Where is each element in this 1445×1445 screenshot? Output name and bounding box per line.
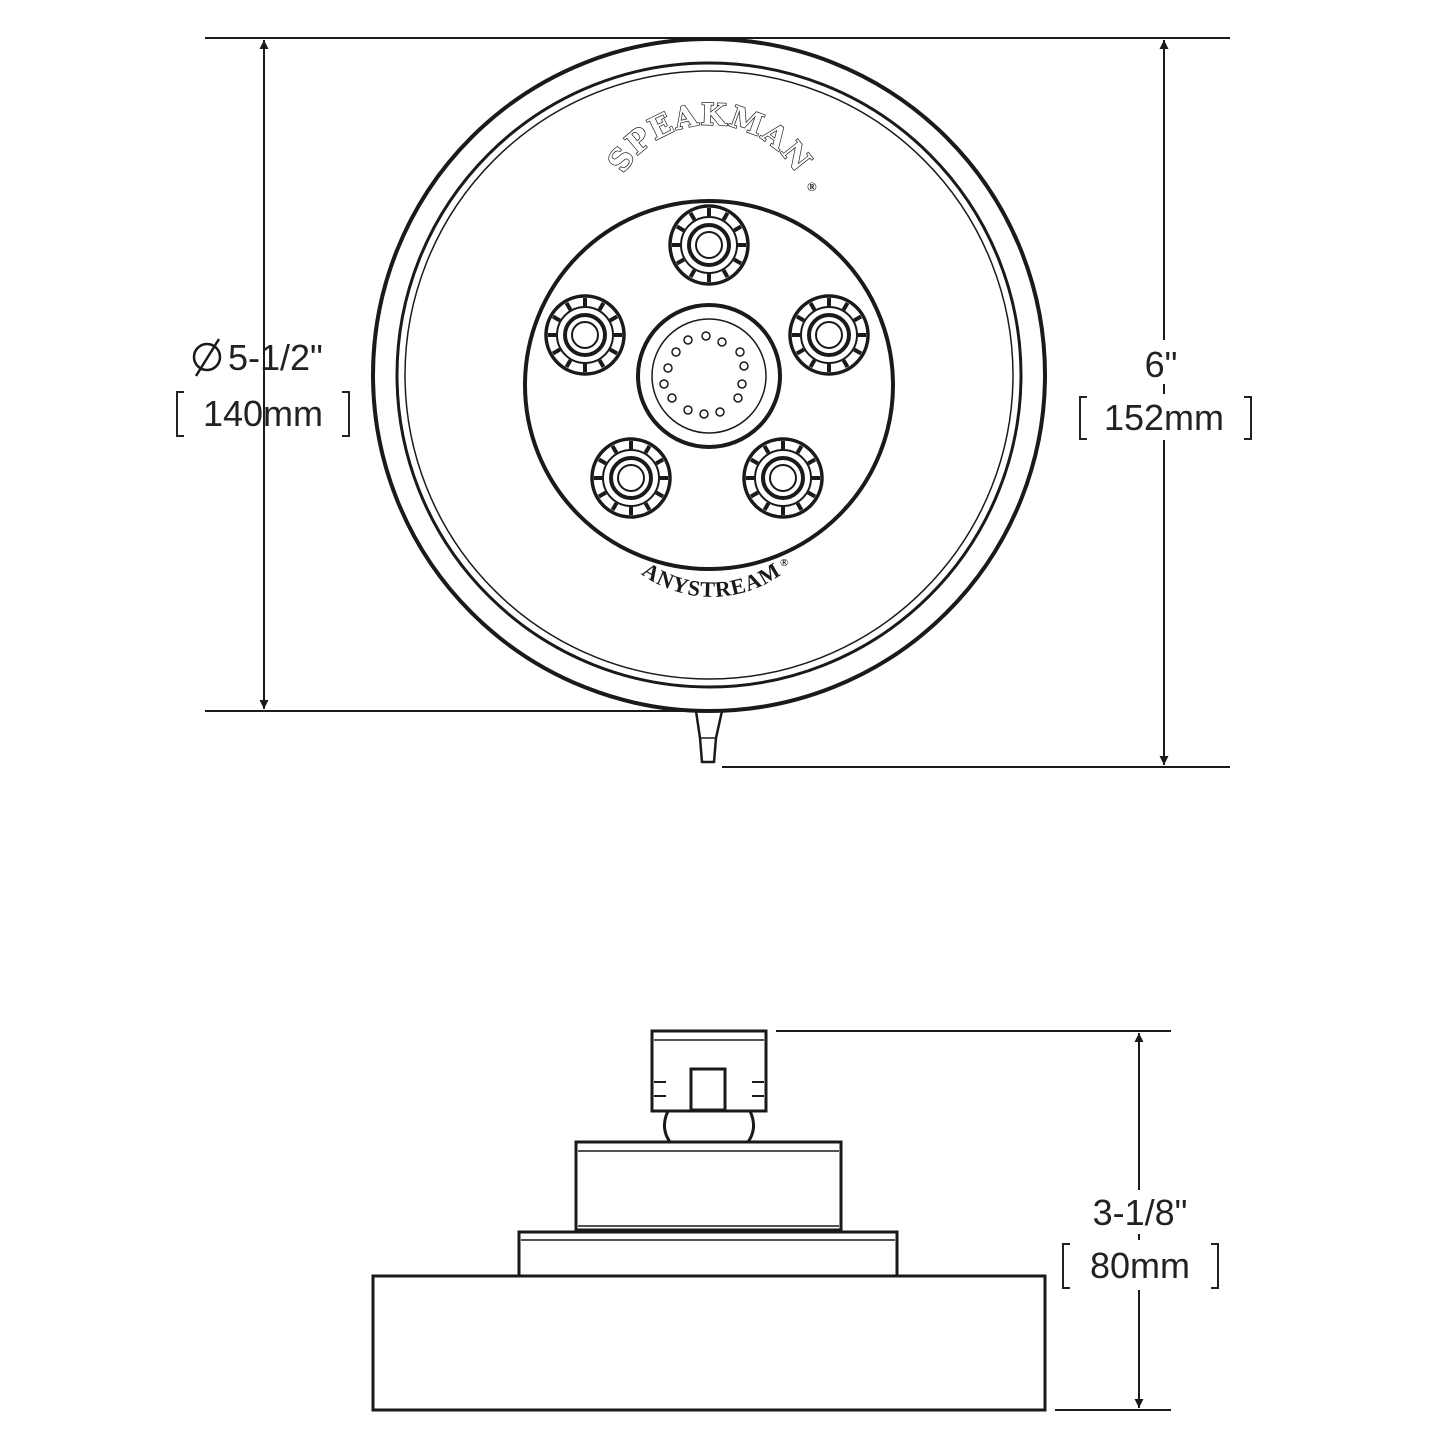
- inner-ring: [395, 61, 1023, 689]
- spray-hole: [663, 363, 673, 373]
- brand-logo-bottom: ANYSTREAM: [638, 557, 785, 602]
- spray-hole: [667, 393, 677, 403]
- spray-hole: [699, 409, 709, 419]
- spray-hole: [683, 335, 693, 345]
- svg-text:3-1/8": 3-1/8": [1093, 1192, 1188, 1233]
- shower-head-body: [371, 1274, 1047, 1412]
- height-label: 6" 152mm: [1079, 340, 1252, 440]
- side-view: 3-1/8" 80mm: [371, 1029, 1220, 1412]
- spray-jet: [788, 294, 870, 376]
- spray-jet: [742, 437, 824, 519]
- spray-hole: [701, 331, 711, 341]
- spray-hole: [735, 347, 745, 357]
- spray-hole: [717, 337, 727, 347]
- nozzle-stem: [694, 710, 724, 764]
- spray-hole: [739, 361, 749, 371]
- spray-hole: [671, 347, 681, 357]
- brand-top-registered-mark: ®: [807, 179, 817, 194]
- spray-jets: [544, 204, 870, 519]
- diameter-icon: [192, 338, 222, 377]
- swivel-collar: [574, 1140, 843, 1232]
- diameter-label: 5-1/2" 140mm: [176, 337, 350, 437]
- depth-label: 3-1/8" 80mm: [1060, 1190, 1220, 1290]
- svg-text:152mm: 152mm: [1104, 397, 1224, 438]
- brand-bottom-registered-mark: ®: [780, 557, 788, 569]
- spray-hole: [683, 405, 693, 415]
- spray-hole: [737, 379, 747, 389]
- spray-hole: [659, 379, 669, 389]
- spray-hole: [715, 407, 725, 417]
- svg-text:6": 6": [1145, 344, 1178, 385]
- svg-text:80mm: 80mm: [1090, 1245, 1190, 1286]
- spray-jet: [668, 204, 750, 286]
- svg-text:140mm: 140mm: [203, 393, 323, 434]
- spray-hole: [733, 393, 743, 403]
- front-view: SPEAKMAN ® ANYSTREAM ® 5-1/2" 140mm 6" 1…: [176, 37, 1252, 768]
- brand-logo-top: SPEAKMAN: [601, 97, 818, 179]
- mid-disc: [517, 1230, 899, 1278]
- outer-ring: [371, 37, 1047, 713]
- svg-text:5-1/2": 5-1/2": [228, 337, 323, 378]
- face-plate: [523, 199, 895, 571]
- spray-jet: [544, 294, 626, 376]
- spray-jet: [590, 437, 672, 519]
- inner-ring-thin: [404, 70, 1014, 680]
- center-spray: [636, 303, 782, 449]
- pipe-connector: [650, 1029, 768, 1144]
